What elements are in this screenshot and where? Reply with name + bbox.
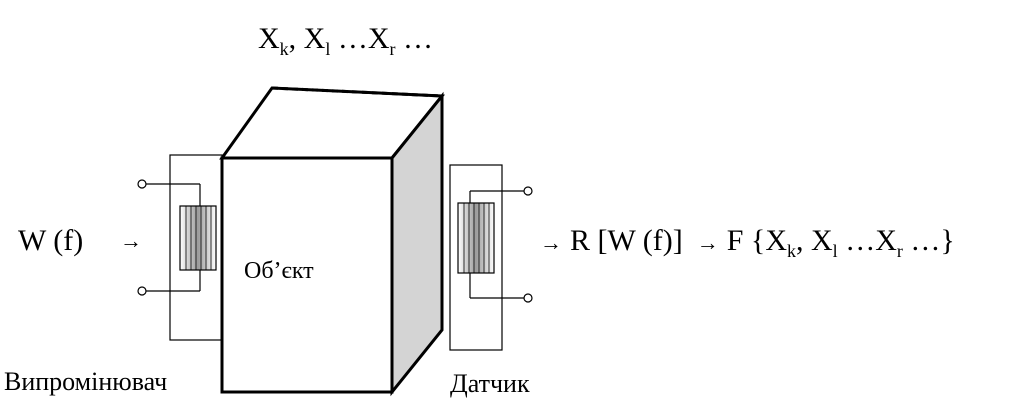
object-label: Об’єкт: [244, 258, 314, 284]
sensor-terminal-top: [523, 186, 533, 196]
parameters-label: Xk, Xl …Xr …: [258, 22, 433, 59]
response-label: →R [W (f)]→F {Xk, Xl …Xr …}: [540, 224, 955, 261]
emitter-label: Випромінювач: [4, 367, 167, 396]
sensor-label: Датчик: [450, 369, 530, 398]
object-cube: Об’єкт: [219, 86, 446, 397]
emitter-terminal-top: [137, 179, 147, 189]
cube-front-face: [220, 156, 394, 394]
input-arrow: →: [120, 228, 142, 253]
sensor-terminal-bottom: [523, 293, 533, 303]
input-signal-label: W (f): [18, 224, 83, 257]
sensor-transducer: [449, 164, 533, 351]
emitter-terminal-bottom: [137, 286, 147, 296]
emitter-transducer: [137, 154, 223, 341]
